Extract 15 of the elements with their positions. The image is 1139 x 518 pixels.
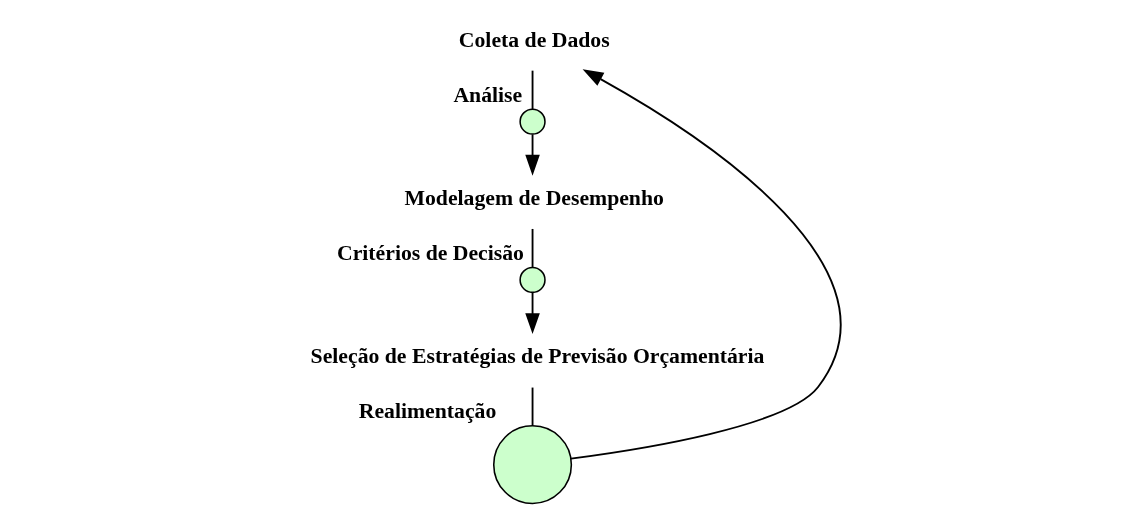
arrow xyxy=(525,291,540,334)
arrow xyxy=(570,69,842,460)
node-text: Modelagem de Desempenho xyxy=(404,185,664,210)
node-label: Análise xyxy=(453,82,523,107)
node-text: Seleção de Estratégias de Previsão Orçamentária xyxy=(310,344,765,369)
node-label: Critérios de Decisão xyxy=(337,241,524,266)
arrow xyxy=(525,133,540,176)
node-circle xyxy=(519,108,546,135)
connector xyxy=(531,69,534,110)
connector xyxy=(531,386,534,427)
node-text: Coleta de Dados xyxy=(458,27,610,52)
node-circle xyxy=(492,425,573,505)
node-label: Realimentação xyxy=(358,399,497,424)
connector xyxy=(531,228,534,269)
node-circle xyxy=(519,266,546,294)
